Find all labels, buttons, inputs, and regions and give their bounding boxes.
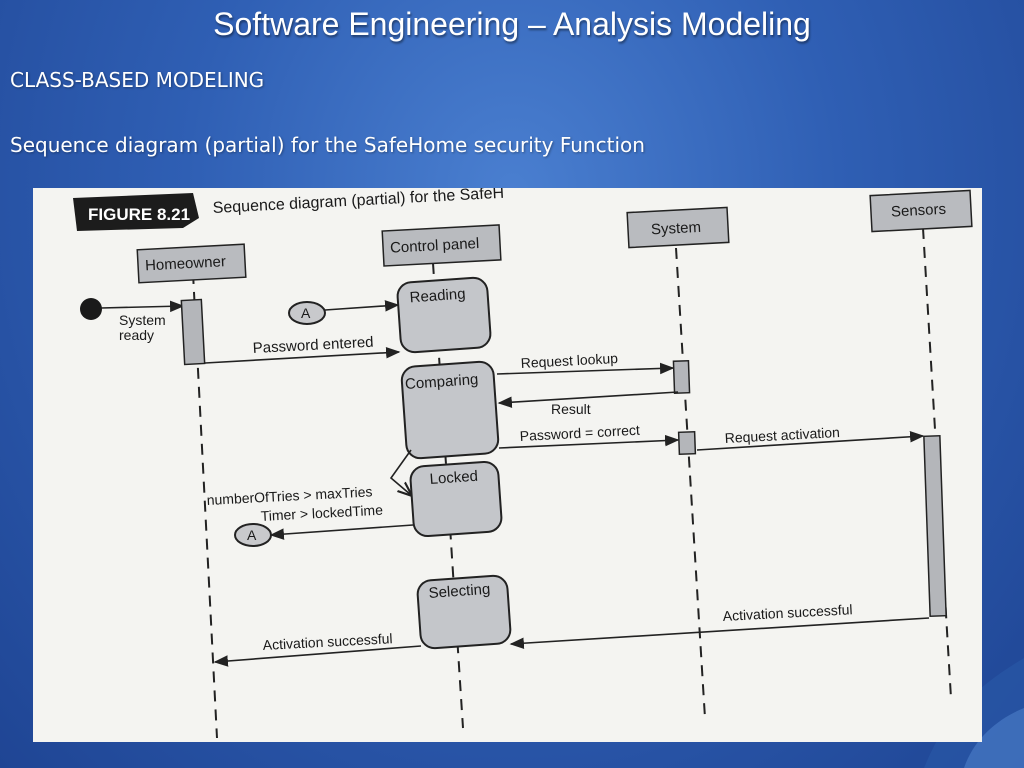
sensors-object: Sensors xyxy=(869,189,973,233)
password-entered-label: Password entered xyxy=(252,334,374,357)
result-label: Result xyxy=(551,401,591,417)
password-entered-arrow xyxy=(204,346,401,364)
control-panel-object: Control panel xyxy=(381,224,502,267)
system-label: System xyxy=(651,219,702,239)
activation-successful-homeowner-arrow xyxy=(213,645,422,667)
connector-a-arrow xyxy=(324,300,400,312)
locked-state: Locked xyxy=(409,460,503,538)
reading-state: Reading xyxy=(396,276,492,354)
guard-timer-label: Timer > lockedTime xyxy=(260,502,383,524)
sequence-diagram: FIGURE 8.21 Sequence diagram (partial) f… xyxy=(73,188,973,739)
connector-a-top: A xyxy=(288,301,326,325)
control-panel-label: Control panel xyxy=(390,235,480,257)
password-correct-label: Password = correct xyxy=(519,422,640,444)
selecting-state: Selecting xyxy=(416,574,512,650)
figure-badge-label: FIGURE 8.21 xyxy=(88,205,190,224)
password-correct-arrow xyxy=(498,434,680,449)
section-heading: CLASS-BASED MODELING xyxy=(10,68,265,92)
request-activation-arrow xyxy=(696,431,925,451)
figure-badge: FIGURE 8.21 xyxy=(73,193,199,231)
activation-successful-sensors-label: Activation successful xyxy=(722,601,853,624)
slide-title: Software Engineering – Analysis Modeling xyxy=(213,6,811,42)
connector-a-bottom: A xyxy=(234,523,272,547)
system-ready-label-1: System xyxy=(119,312,166,328)
system-activation-1 xyxy=(672,359,691,395)
request-lookup-label: Request lookup xyxy=(520,350,618,371)
system-activation-2 xyxy=(677,430,697,456)
sensors-activation xyxy=(923,434,947,618)
diagram-subheading: Sequence diagram (partial) for the SafeH… xyxy=(10,133,645,157)
connector-a-bottom-label: A xyxy=(247,527,257,543)
connector-a-top-label: A xyxy=(301,305,311,321)
homeowner-activation xyxy=(180,298,206,366)
system-ready-label-2: ready xyxy=(119,327,154,343)
homeowner-object: Homeowner xyxy=(136,243,247,284)
initial-arrow xyxy=(100,300,185,313)
initial-state-dot xyxy=(80,298,102,320)
locked-transition-arrow xyxy=(389,449,411,495)
system-object: System xyxy=(626,206,730,249)
request-activation-label: Request activation xyxy=(724,424,840,446)
selecting-label: Selecting xyxy=(428,581,491,602)
request-lookup-arrow xyxy=(496,362,675,375)
activation-successful-homeowner-label: Activation successful xyxy=(262,630,393,653)
comparing-state: Comparing xyxy=(400,360,500,460)
sensors-label: Sensors xyxy=(891,201,947,221)
activation-successful-sensors-arrow xyxy=(509,617,930,649)
reading-label: Reading xyxy=(409,285,466,306)
figure-caption: Sequence diagram (partial) for the SafeH xyxy=(212,188,504,217)
homeowner-label: Homeowner xyxy=(145,253,227,274)
sequence-diagram-figure: FIGURE 8.21 Sequence diagram (partial) f… xyxy=(33,188,982,742)
system-lifeline xyxy=(675,247,706,719)
locked-to-a-arrow xyxy=(269,524,414,540)
comparing-label: Comparing xyxy=(405,371,479,393)
locked-label: Locked xyxy=(429,468,478,488)
result-arrow xyxy=(497,391,679,408)
